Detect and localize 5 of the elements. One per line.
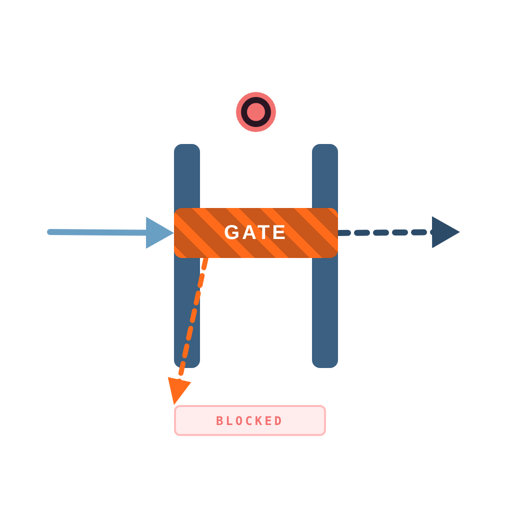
- status-label: BLOCKED: [216, 414, 284, 426]
- status-badge: [174, 405, 326, 436]
- node-label: GATE: [224, 223, 288, 243]
- gate-bar: [174, 208, 338, 258]
- arrow: [168, 256, 208, 408]
